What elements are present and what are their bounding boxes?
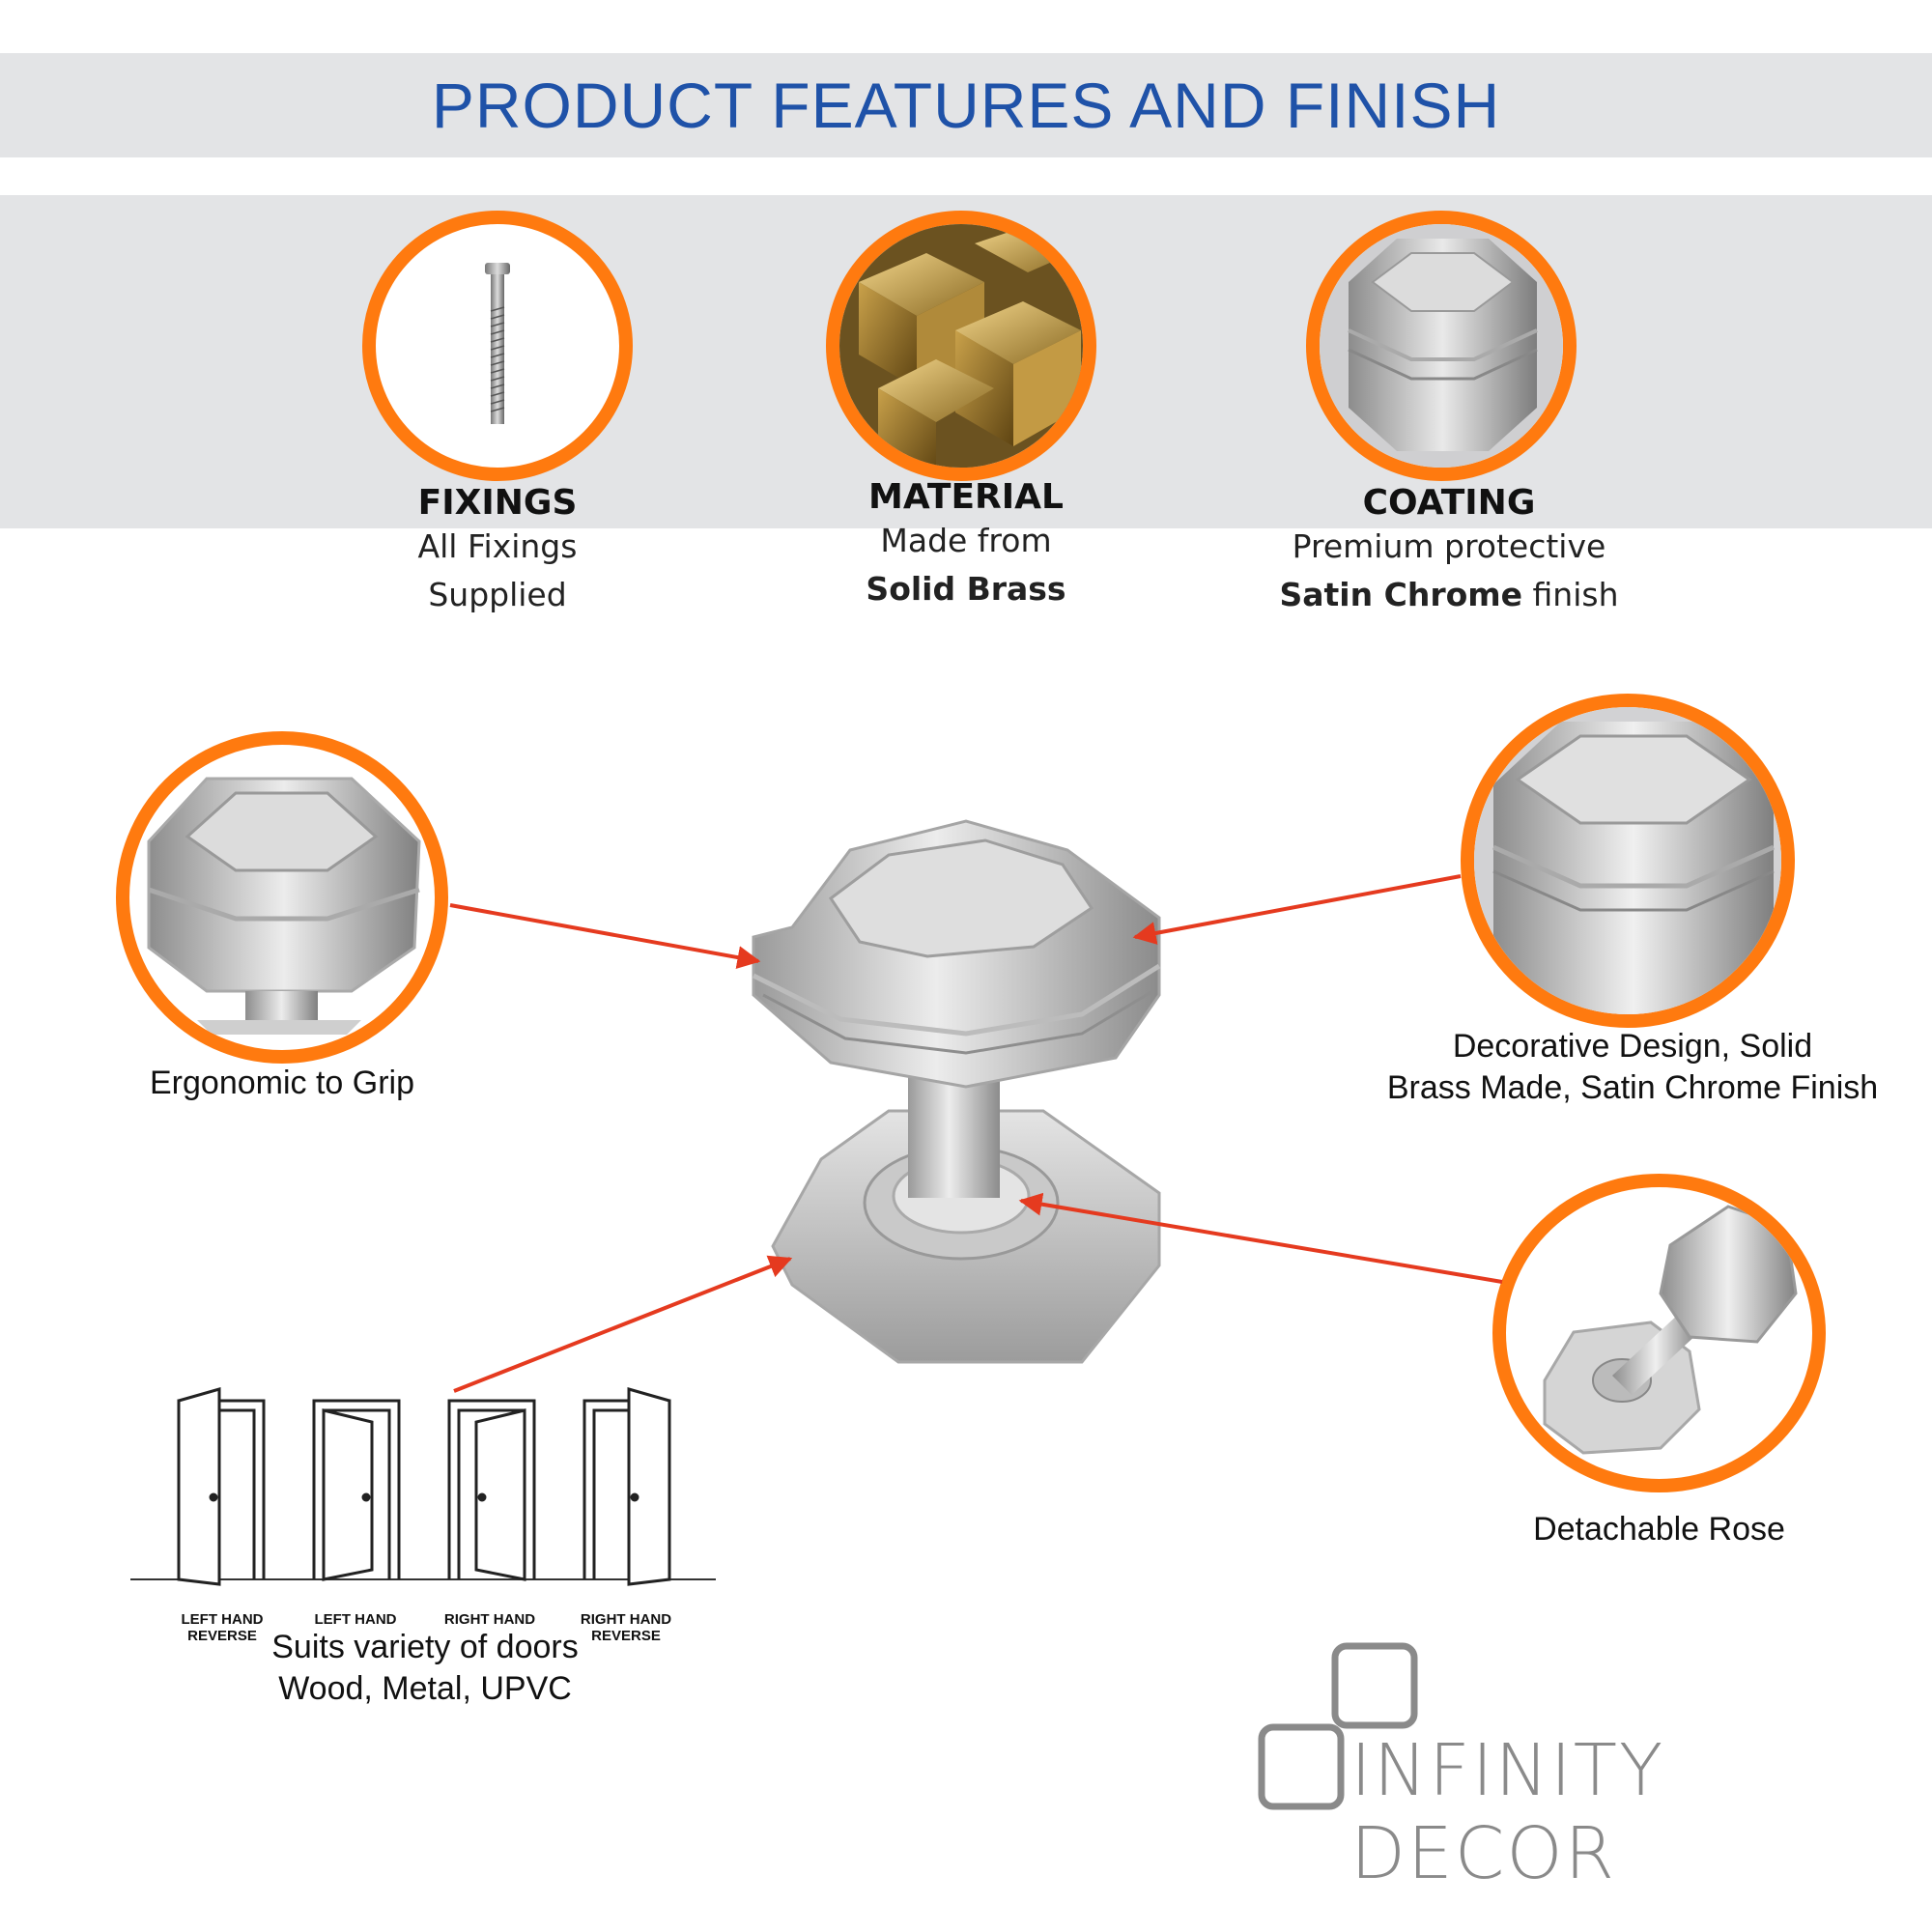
decorative-caption-line: Decorative Design, Solid	[1452, 1028, 1813, 1065]
arrow-doors	[453, 1255, 793, 1393]
door-label-4: RIGHT HAND REVERSE	[558, 1611, 694, 1644]
door-label-line: LEFT HAND	[181, 1611, 264, 1628]
chrome-knob-icon	[1320, 224, 1563, 468]
door-icon-right-hand	[447, 1399, 536, 1581]
brand-logo-mark	[1258, 1642, 1418, 1810]
door-label-1: LEFT HAND REVERSE	[155, 1611, 290, 1644]
rose-caption: Detachable Rose	[1533, 1511, 1785, 1548]
feature-coating: COATING Premium protective Satin Chrome …	[1265, 483, 1633, 619]
feature-heading: COATING	[1362, 483, 1536, 523]
feature-heading: MATERIAL	[868, 477, 1064, 517]
feature-line-rest: finish	[1522, 576, 1619, 613]
decorative-caption-line: Brass Made, Satin Chrome Finish	[1386, 1069, 1879, 1106]
title-band	[0, 53, 1932, 157]
knob-closeup-icon	[1474, 707, 1781, 1014]
grip-caption: Ergonomic to Grip	[150, 1065, 414, 1101]
door-label-line: RIGHT HAND	[580, 1611, 672, 1628]
arrow-rose	[1018, 1192, 1503, 1284]
doors-caption-line: Wood, Metal, UPVC	[278, 1670, 572, 1707]
doors-caption: Suits variety of doors Wood, Metal, UPVC	[222, 1627, 628, 1710]
feature-line: Supplied	[428, 576, 567, 613]
arrow-decorative	[1132, 874, 1462, 945]
feature-line-bold: Satin Chrome	[1279, 576, 1523, 613]
door-icon-left-hand	[312, 1399, 401, 1581]
feature-line: Made from	[880, 522, 1052, 559]
feature-line: All Fixings	[417, 527, 578, 565]
arrow-grip	[449, 903, 761, 969]
door-icon-right-hand-reverse	[582, 1387, 671, 1586]
door-label-2: LEFT HAND	[288, 1611, 423, 1628]
rose-icon	[1543, 1205, 1798, 1455]
doors-caption-line: Suits variety of doors	[271, 1629, 579, 1665]
door-knob-image	[752, 819, 1161, 1364]
door-label-line: LEFT HAND	[314, 1611, 397, 1628]
page-title: PRODUCT FEATURES AND FINISH	[431, 70, 1501, 141]
door-label-line: REVERSE	[591, 1628, 661, 1644]
door-label-line: RIGHT HAND	[443, 1611, 536, 1628]
feature-heading: FIXINGS	[417, 483, 578, 523]
door-icon-left-hand-reverse	[177, 1387, 266, 1586]
brand-name: INFINITY DECOR	[1350, 1729, 1665, 1895]
decorative-ring	[1461, 694, 1795, 1028]
feature-line-bold: Solid Brass	[866, 570, 1066, 608]
door-label-line: REVERSE	[187, 1628, 257, 1644]
feature-line: Premium protective	[1292, 527, 1606, 565]
door-types-diagram	[130, 1387, 716, 1586]
screw-icon	[485, 263, 510, 424]
feature-fixings: FIXINGS All Fixings Supplied	[353, 483, 642, 619]
knob-side-icon	[147, 777, 421, 1035]
door-label-3: RIGHT HAND	[422, 1611, 557, 1628]
feature-material: MATERIAL Made from Solid Brass	[811, 477, 1121, 613]
decorative-caption: Decorative Design, Solid Brass Made, Sat…	[1352, 1026, 1913, 1109]
